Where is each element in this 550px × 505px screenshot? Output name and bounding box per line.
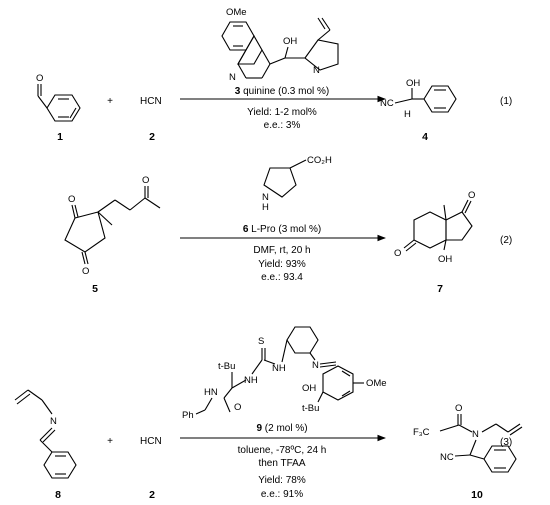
bicyclic-ketol-structure: O O OH (394, 190, 475, 265)
catalyst-label-3: 9 (2 mol %) (256, 423, 307, 434)
conditions-line: e.e.: 93.4 (261, 272, 303, 283)
ketone-oxygen-label: O (142, 175, 149, 186)
aldehyde-oxygen-label: O (36, 73, 43, 84)
phenyl-label: Ph (182, 410, 194, 421)
reaction-3: N 8 + HCN 2 t-Bu S NH NH HN O (14, 326, 523, 501)
thiourea-catalyst-structure: t-Bu S NH NH HN O Ph N OH (182, 326, 387, 421)
triketone-structure: O O O (64, 175, 161, 277)
compound-number-1: 1 (57, 131, 63, 143)
hydroxyl-label: OH (438, 254, 452, 265)
catalyst-label-1: 3 quinine (0.3 mol %) (235, 86, 330, 97)
quinuclidine-nitrogen-label: N (313, 65, 320, 76)
compound-number-5: 5 (92, 283, 98, 295)
ketone-oxygen-label: O (394, 248, 401, 259)
amide-product-structure: O F₃C N NC (413, 403, 523, 473)
carboxylic-acid-label: CO₂H (307, 155, 332, 166)
compound-number-2: 2 (149, 489, 155, 501)
methoxy-label: OMe (366, 378, 387, 389)
methoxy-label: OMe (226, 7, 247, 18)
amide-nitrogen-label: N (472, 429, 479, 440)
amide-nh-label: HN (204, 387, 218, 398)
sulfur-label: S (258, 336, 264, 347)
ketone-oxygen-label: O (68, 194, 75, 205)
equation-number-3: (3) (500, 437, 512, 448)
equation-number-2: (2) (500, 235, 512, 246)
compound-number-10: 10 (471, 489, 483, 501)
amine-nitrogen-label: N (262, 192, 269, 203)
hydroxyl-label: OH (283, 36, 297, 47)
quinine-structure: OMe N OH N (221, 7, 339, 83)
conditions-line: toluene, -78ºC, 24 h (238, 445, 327, 456)
conditions-line: Yield: 78% (258, 475, 306, 486)
catalyst-label-2: 6 L-Pro (3 mol %) (243, 224, 321, 235)
quinoline-nitrogen-label: N (229, 72, 236, 83)
equation-number-1: (1) (500, 96, 512, 107)
benzaldehyde-structure: O (36, 73, 81, 122)
compound-number-8: 8 (55, 489, 61, 501)
amide-oxygen-label: O (234, 402, 241, 413)
compound-number-7: 7 (437, 283, 443, 295)
conditions-line: Yield: 93% (258, 259, 306, 270)
imine-structure: N (14, 389, 77, 479)
imine-nitrogen-label: N (50, 416, 57, 427)
imine-nitrogen-label: N (312, 360, 319, 371)
nitrile-label: NC (380, 98, 394, 109)
trifluoromethyl-label: F₃C (413, 427, 430, 438)
plus-sign: + (107, 436, 113, 447)
compound-number-4: 4 (422, 131, 428, 143)
conditions-line: then TFAA (258, 458, 305, 469)
amine-nh-label: NH (272, 363, 286, 374)
cyanohydrin-product-structure: OH NC H (380, 78, 457, 120)
ketone-oxygen-label: O (468, 190, 475, 201)
amine-nh-label: NH (244, 375, 258, 386)
phenol-hydroxyl-label: OH (302, 383, 316, 394)
reaction-1: O 1 + HCN 2 OMe N OH N (36, 7, 512, 143)
amine-hydrogen-label: H (262, 202, 269, 213)
conditions-line: e.e.: 91% (261, 489, 303, 500)
hydrogen-label: H (404, 109, 411, 120)
amide-oxygen-label: O (455, 403, 462, 414)
conditions-line: Yield: 1-2 mol% (247, 107, 317, 118)
tert-butyl-label: t-Bu (218, 361, 235, 372)
compound-number-2: 2 (149, 131, 155, 143)
nitrile-label: NC (440, 452, 454, 463)
tert-butyl-label: t-Bu (302, 403, 319, 414)
proline-structure: CO₂H N H (262, 155, 332, 213)
reaction-2: O O O 5 CO₂H N H 6 L-Pro (3 mol %) DMF, … (64, 155, 512, 295)
conditions-line: e.e.: 3% (264, 120, 301, 131)
hydroxyl-label: OH (406, 78, 420, 89)
reagent-hcn: HCN (140, 96, 162, 107)
reagent-hcn: HCN (140, 436, 162, 447)
plus-sign: + (107, 96, 113, 107)
conditions-line: DMF, rt, 20 h (253, 245, 310, 256)
ketone-oxygen-label: O (82, 266, 89, 277)
